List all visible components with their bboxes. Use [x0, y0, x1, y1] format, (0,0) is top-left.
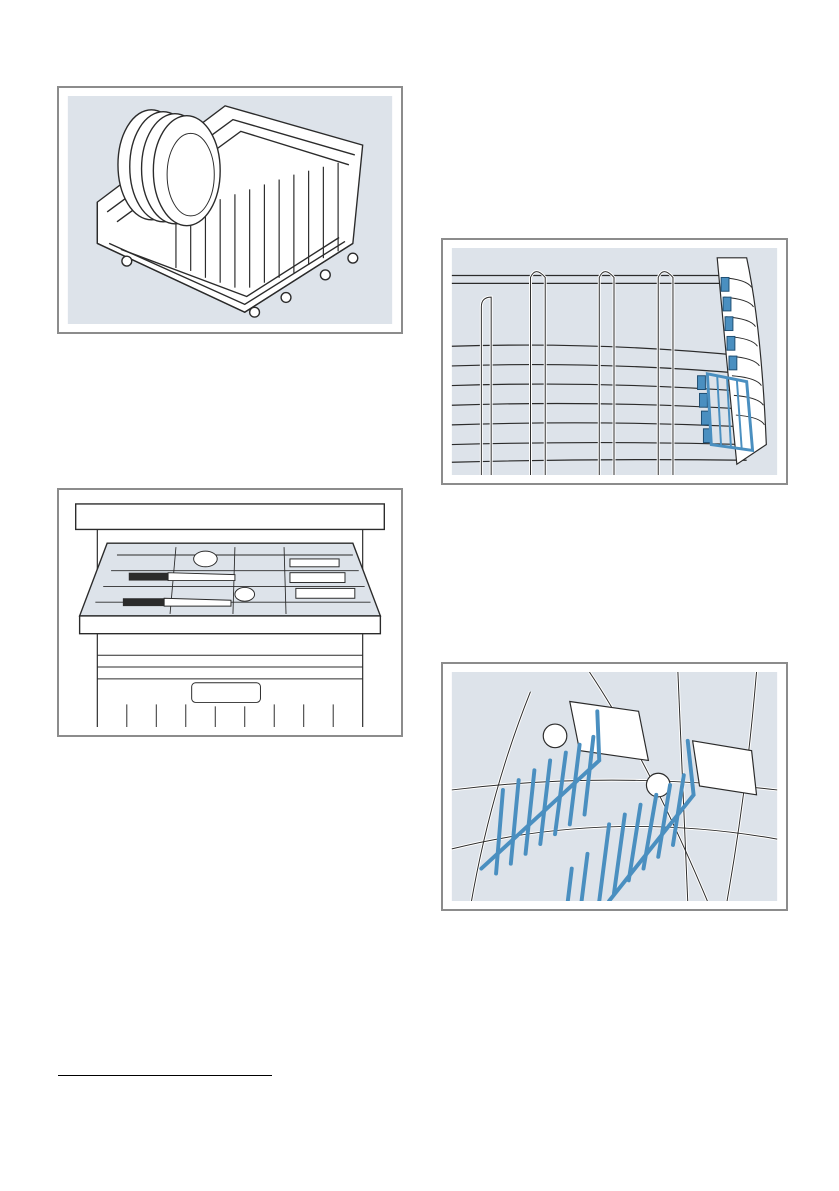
lower-basket-illustration	[67, 96, 393, 324]
footnote-separator-rule	[58, 1075, 272, 1076]
figure-cutlery-drawer	[57, 488, 403, 737]
figure-rack-highlighted-tines	[441, 238, 788, 485]
rack-tines-illustration	[451, 248, 778, 475]
figure-lower-basket	[57, 86, 403, 334]
folding-tines-illustration	[451, 672, 778, 901]
cutlery-drawer-illustration	[67, 498, 393, 727]
figure-folding-tines	[441, 662, 788, 911]
